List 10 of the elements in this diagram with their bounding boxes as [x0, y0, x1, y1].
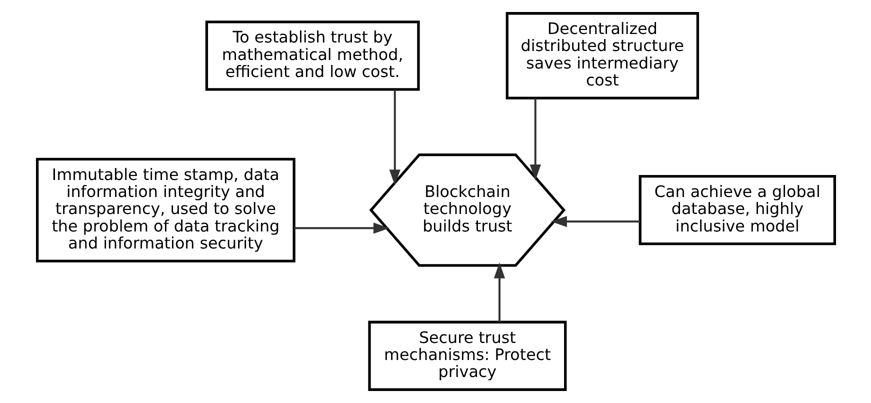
arrow: [529, 98, 540, 180]
node-box: Secure trust mechanisms: Protect privacy: [368, 320, 566, 391]
node-box: Immutable time stamp, data information integrity and transparency, used to solve the problem of data tracking and information security: [35, 158, 295, 262]
arrow: [550, 216, 640, 228]
node-box: Can achieve a global database, highly inclusive model: [638, 175, 836, 246]
arrow: [388, 90, 400, 186]
node-box: Decentralized distributed structure saves intermediary cost: [505, 12, 699, 100]
node-box: To establish trust by mathematical method, efficient and low cost.: [204, 20, 420, 91]
arrow: [294, 222, 389, 234]
arrow: [493, 262, 505, 322]
